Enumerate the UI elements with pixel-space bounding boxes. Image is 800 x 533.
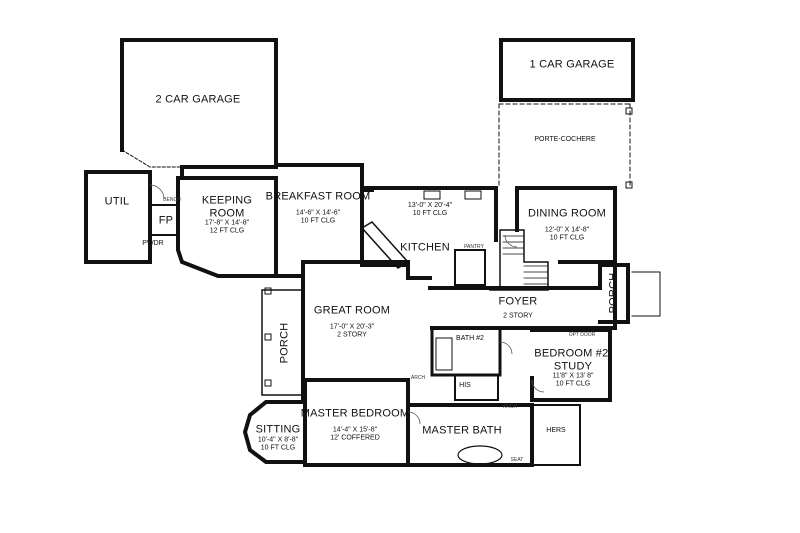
wall-his <box>454 374 499 401</box>
dims-breakfast-room: 14'-6" X 14'-6" <box>295 209 341 217</box>
wall-dining <box>515 186 617 264</box>
label-hers: HERS <box>546 426 566 434</box>
wall-sitting <box>242 400 307 464</box>
wall-keeping <box>176 176 278 278</box>
label-kitchen: KITCHEN <box>400 241 450 254</box>
kitchen-range <box>464 190 482 200</box>
label-great-room: GREAT ROOM <box>313 304 391 317</box>
label-porch-right: PORCH <box>607 272 620 314</box>
porch-col-3 <box>264 379 272 387</box>
dims-master-bedroom: 14'-4" X 15'-8" <box>332 426 378 434</box>
label-bench: BENCH <box>163 197 181 204</box>
room-kitchen-dims: 13'-0" X 20'-4" 10 FT CLG <box>408 202 452 218</box>
porte-cochere-outline <box>498 103 631 187</box>
porte-post-1 <box>625 107 633 115</box>
room-dining: DINING ROOM 12'-0" X 14'-8" 10 FT CLG <box>528 208 606 243</box>
label-bedroom-2-study: BEDROOM #2/ STUDY <box>534 347 612 372</box>
label-arch-1: ARCH <box>410 375 426 382</box>
label-arch-2: ARCH <box>502 404 518 411</box>
room-foyer: FOYER 2 STORY <box>499 296 538 321</box>
dims-dining-room: 12'-0" X 14'-8" <box>544 226 590 234</box>
wall-breakfast <box>274 163 374 192</box>
wall-pwdr <box>149 204 179 236</box>
label-bath-2: BATH #2 <box>456 334 484 342</box>
door-swing-2 <box>504 234 518 248</box>
label-2-car-garage: 2 CAR GARAGE <box>155 93 241 106</box>
wall-garage-2-thin <box>121 149 183 168</box>
label-util: UTIL <box>104 195 130 208</box>
door-swing-1 <box>149 184 165 200</box>
room-keeping: KEEPING ROOM 17'-8" X 14'-8" 12 FT CLG <box>202 194 252 235</box>
label-opt-door: OPT DOOR <box>568 332 596 339</box>
label-foyer: FOYER <box>498 295 538 308</box>
wall-bath2 <box>430 328 502 377</box>
label-porch-left: PORCH <box>278 322 291 364</box>
door-swing-5 <box>407 411 421 425</box>
label-dining-room: DINING ROOM <box>528 207 606 220</box>
room-master-bedroom: MASTER BEDROOM 14'-4" X 15'-8" 12' COFFE… <box>301 408 410 443</box>
label-porte-cochere: PORTE-COCHERE <box>534 135 596 143</box>
dims-sitting: 10'-4" X 8'-8" <box>257 436 299 444</box>
label-fp: FP <box>158 214 174 227</box>
clg-breakfast-room: 10 FT CLG <box>300 217 336 225</box>
porte-post-2 <box>625 181 633 189</box>
wall-kitchen <box>360 186 498 280</box>
master-tub <box>457 445 503 465</box>
stair-treads <box>502 235 549 285</box>
clg-great-room: 2 STORY <box>337 331 367 339</box>
label-sitting: SITTING <box>255 423 301 436</box>
wall-bedroom2 <box>530 328 612 402</box>
label-master-bath: MASTER BATH <box>422 424 502 437</box>
dims-keeping-room: 17'-8" X 14'-8" <box>204 219 250 227</box>
clg-bedroom-2: 10 FT CLG <box>555 380 591 388</box>
clg-foyer: 2 STORY <box>503 312 533 320</box>
wall-master-bath <box>406 403 534 467</box>
clg-keeping-room: 12 FT CLG <box>209 227 245 235</box>
label-his: HIS <box>459 381 471 389</box>
bathtub-2 <box>435 337 453 371</box>
room-sitting: SITTING 10'-4" X 8'-8" 10 FT CLG <box>256 424 301 453</box>
pantry-wall <box>454 249 486 286</box>
wall-garage-2 <box>120 38 278 180</box>
clg-sitting: 10 FT CLG <box>260 444 296 452</box>
label-pwdr: PWDR <box>142 239 164 247</box>
label-1-car-garage: 1 CAR GARAGE <box>529 58 615 71</box>
room-breakfast: BREAKFAST ROOM 14'-6" X 14'-6" 10 FT CLG <box>266 191 371 226</box>
porch-right-steps <box>631 271 661 317</box>
label-keeping-room: KEEPING ROOM <box>201 194 253 219</box>
dims-bedroom-2: 11'8" X 13' 8" <box>552 372 594 380</box>
label-master-bedroom: MASTER BEDROOM <box>300 407 410 420</box>
kitchen-island <box>360 221 410 269</box>
porch-left <box>261 289 304 396</box>
porch-right <box>598 263 630 324</box>
porch-col-2 <box>264 333 272 341</box>
wall-util <box>84 170 152 264</box>
kitchen-sink <box>423 190 441 200</box>
dims-great-room: 17'-0" X 20'-3" <box>329 323 375 331</box>
room-bedroom-2: BEDROOM #2/ STUDY 11'8" X 13' 8" 10 FT C… <box>534 347 611 388</box>
porch-col-1 <box>264 287 272 295</box>
door-swing-4 <box>531 379 545 393</box>
clg-master-bedroom: 12' COFFERED <box>330 434 380 442</box>
label-pantry: PANTRY <box>464 244 484 251</box>
clg-kitchen: 10 FT CLG <box>412 210 448 217</box>
door-swing-3 <box>499 341 513 355</box>
wall-hers <box>534 404 581 466</box>
dims-kitchen: 13'-0" X 20'-4" <box>407 201 453 209</box>
clg-dining-room: 10 FT CLG <box>549 234 585 242</box>
wall-garage-1 <box>499 38 635 102</box>
label-breakfast-room: BREAKFAST ROOM <box>265 190 371 203</box>
label-seat: SEAT <box>510 457 524 464</box>
wall-great-top <box>274 260 410 278</box>
room-great: GREAT ROOM 17'-0" X 20'-3" 2 STORY <box>314 305 390 340</box>
